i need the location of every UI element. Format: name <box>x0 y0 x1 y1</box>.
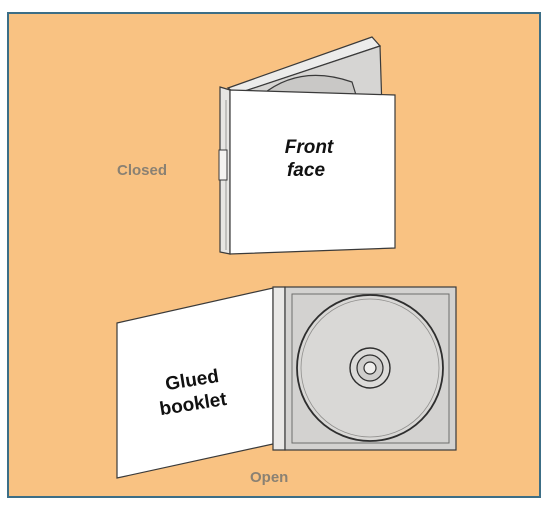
open-case-spine <box>272 286 286 451</box>
cd-spindle-hole <box>363 361 377 375</box>
closed-case-front-face <box>229 89 396 255</box>
closed-cd-case: Front face <box>218 36 396 255</box>
closed-case-hinge-latch <box>218 149 228 181</box>
closed-case-disc <box>260 74 357 96</box>
cd-disc-rim <box>300 298 440 438</box>
open-label: Open <box>250 469 289 486</box>
front-face-text-line1: Front <box>285 137 334 158</box>
closed-label: Closed <box>117 162 168 179</box>
front-face-text-line2: face <box>287 160 325 181</box>
open-case-tray-inner <box>291 293 450 444</box>
open-cd-case: Glued booklet <box>116 286 457 479</box>
